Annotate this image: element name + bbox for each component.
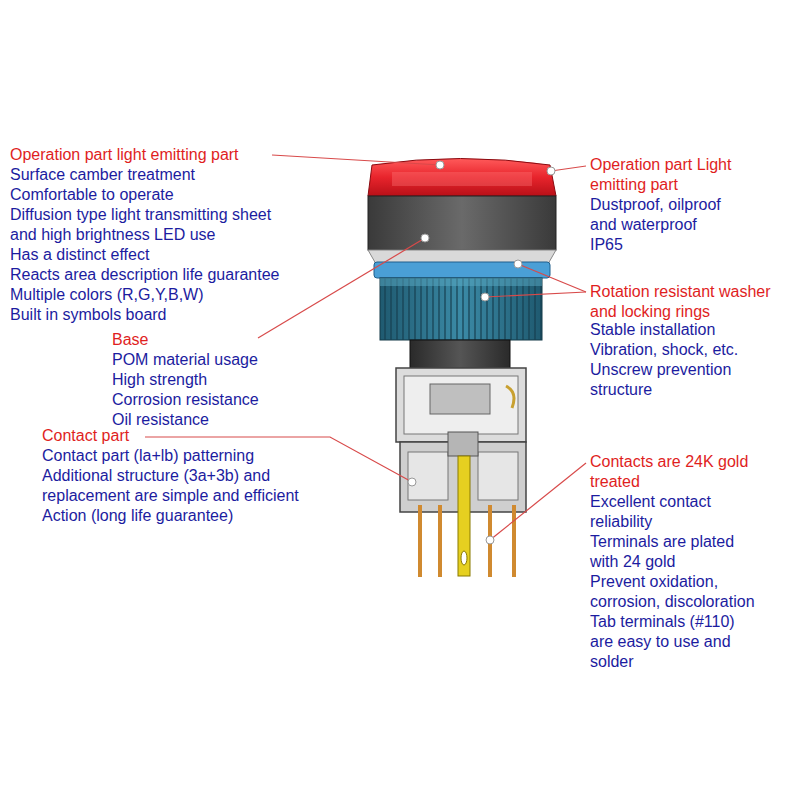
callout-text: Stable installation — [590, 320, 715, 340]
callout-text: Has a distinct effect — [10, 245, 149, 265]
callout-text: Unscrew prevention — [590, 360, 731, 380]
callout-text: corrosion, discoloration — [590, 592, 755, 612]
callout-text: POM material usage — [112, 350, 258, 370]
callout-text: Built in symbols board — [10, 305, 167, 325]
callout-text: are easy to use and — [590, 632, 731, 652]
callout-heading: Rotation resistant washer — [590, 282, 771, 302]
callout-heading: emitting part — [590, 175, 678, 195]
callout-text: Excellent contact — [590, 492, 711, 512]
callout-heading: Contact part — [42, 426, 129, 446]
callout-text: solder — [590, 652, 634, 672]
callout-text: with 24 gold — [590, 552, 675, 572]
callout-text: and high brightness LED use — [10, 225, 215, 245]
callout-heading: Contacts are 24K gold — [590, 452, 748, 472]
callout-text: Diffusion type light transmitting sheet — [10, 205, 271, 225]
callout-text: Additional structure (3a+3b) and — [42, 466, 270, 486]
callout-text: Terminals are plated — [590, 532, 734, 552]
callout-text: IP65 — [590, 235, 623, 255]
callout-text: replacement are simple and efficient — [42, 486, 299, 506]
callout-text: Dustproof, oilproof — [590, 195, 721, 215]
callout-text: High strength — [112, 370, 207, 390]
callout-text: Corrosion resistance — [112, 390, 259, 410]
callout-heading: treated — [590, 472, 640, 492]
callout-text: structure — [590, 380, 652, 400]
callout-heading: Base — [112, 330, 148, 350]
callout-text: and waterproof — [590, 215, 697, 235]
callout-text: Vibration, shock, etc. — [590, 340, 738, 360]
callout-text: Tab terminals (#110) — [590, 612, 735, 632]
callout-text: Reacts area description life guarantee — [10, 265, 280, 285]
callout-text: Prevent oxidation, — [590, 572, 718, 592]
callout-text: Surface camber treatment — [10, 165, 195, 185]
callout-text: Action (long life guarantee) — [42, 506, 233, 526]
callout-heading: Operation part light emitting part — [10, 145, 239, 165]
callout-text: reliability — [590, 512, 652, 532]
callout-text: Comfortable to operate — [10, 185, 174, 205]
callout-text: Contact part (la+lb) patterning — [42, 446, 254, 466]
callout-heading: Operation part Light — [590, 155, 731, 175]
callout-heading: and locking rings — [590, 302, 710, 322]
callout-text: Multiple colors (R,G,Y,B,W) — [10, 285, 204, 305]
